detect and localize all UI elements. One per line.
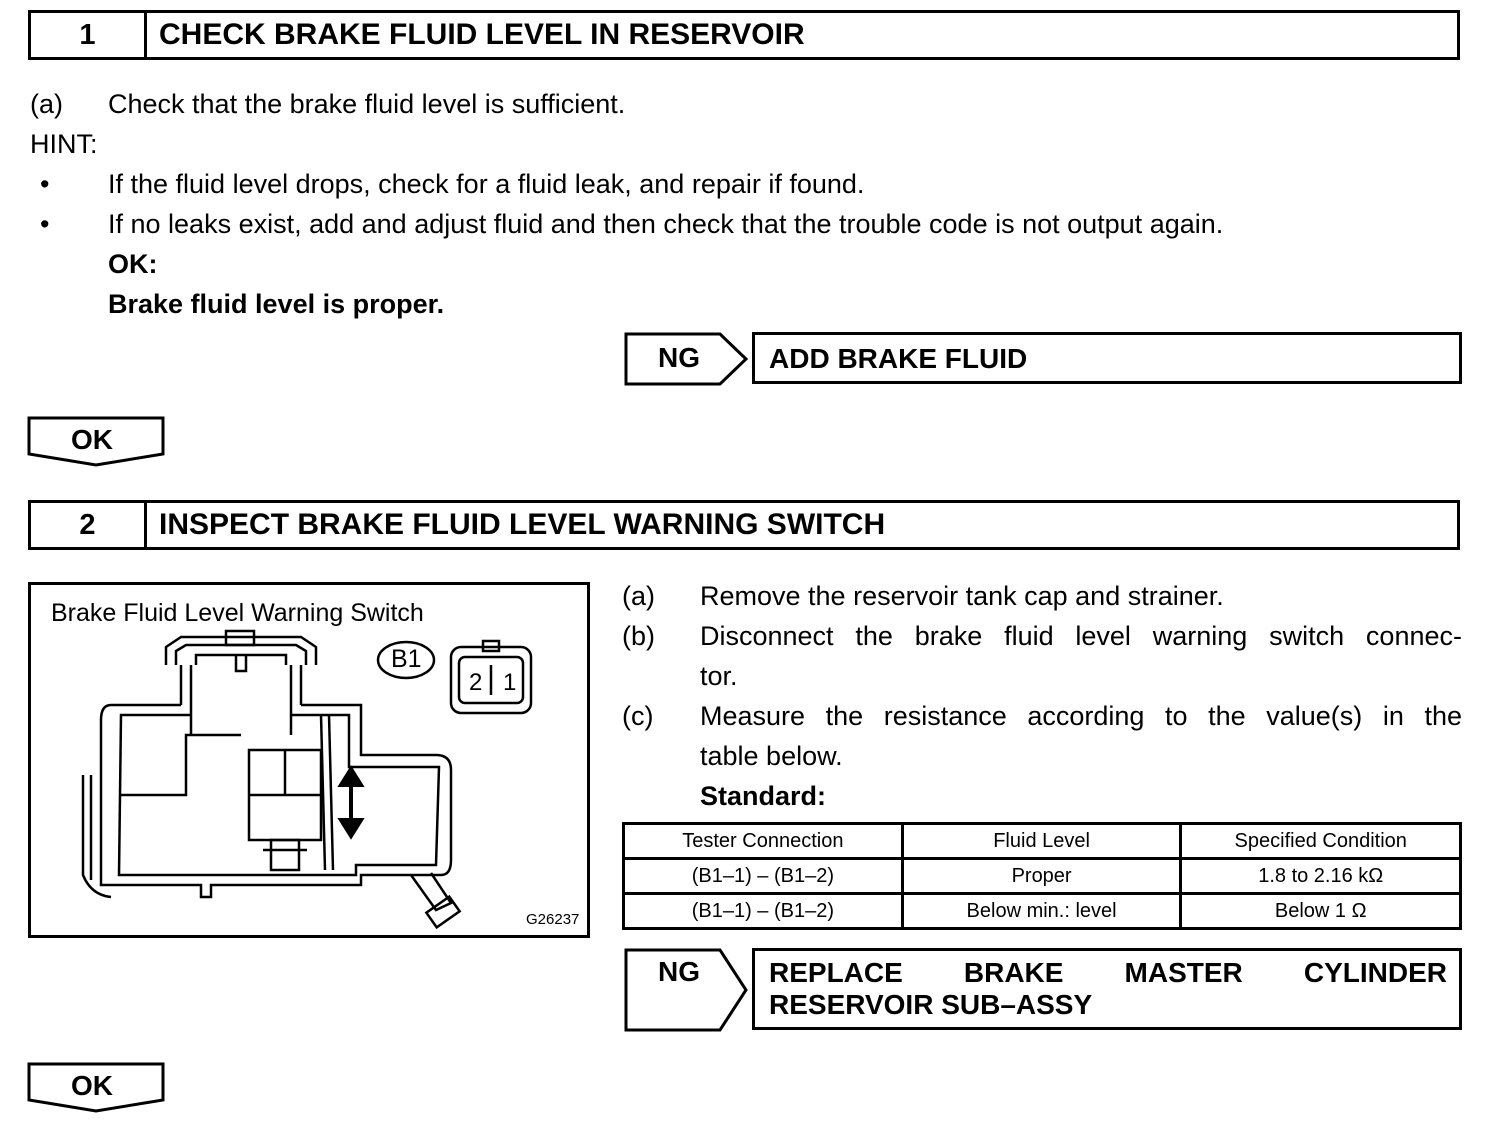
ng-action-line-1: REPLACE BRAKE MASTER CYLINDER — [769, 957, 1447, 989]
step-title: CHECK BRAKE FLUID LEVEL IN RESERVOIR — [159, 18, 805, 51]
hint-item: If the fluid level drops, check for a fl… — [108, 169, 865, 199]
ok-label: OK — [71, 1070, 113, 1101]
ok-criteria-text: Brake fluid level is proper. — [108, 289, 445, 319]
warning-switch-figure: Brake Fluid Level Warning Switch — [28, 582, 590, 938]
ok-criteria-label: OK: — [108, 249, 158, 279]
table-header: Tester Connection — [622, 822, 904, 860]
ng-action-word: BRAKE — [963, 957, 1064, 988]
step-title: INSPECT BRAKE FLUID LEVEL WARNING SWITCH — [159, 508, 886, 541]
bullet: • — [40, 209, 50, 239]
table-row: (B1–1) – (B1–2) Below min.: level Below … — [622, 892, 1462, 930]
reservoir-diagram — [81, 629, 533, 930]
item-text: Measure the resistance according to the … — [700, 701, 1462, 731]
bullet: • — [40, 169, 50, 199]
item-text: Disconnect the brake fluid level warning… — [700, 621, 1462, 651]
ng-label: NG — [658, 342, 700, 373]
step-number: 1 — [31, 13, 147, 57]
ng-action-word: MASTER — [1124, 957, 1243, 988]
table-cell: Below min.: level — [900, 892, 1183, 930]
item-text: Check that the brake fluid level is suff… — [108, 89, 626, 119]
table-row: (B1–1) – (B1–2) Proper 1.8 to 2.16 kΩ — [622, 857, 1462, 895]
table-cell: (B1–1) – (B1–2) — [622, 857, 904, 895]
item-text-cont: tor. — [700, 661, 738, 691]
step-number: 2 — [31, 503, 147, 547]
connector-pin-1: 1 — [503, 669, 517, 696]
ng-action-text: ADD BRAKE FLUID — [769, 343, 1028, 374]
connector-label: B1 — [391, 645, 422, 673]
table-cell: Below 1 Ω — [1179, 892, 1462, 930]
ok-label: OK — [71, 424, 113, 455]
ng-action-word: CYLINDER — [1303, 957, 1447, 988]
table-header-row: Tester Connection Fluid Level Specified … — [622, 822, 1462, 860]
ng-action-box: ADD BRAKE FLUID — [752, 332, 1462, 384]
table-header: Fluid Level — [900, 822, 1183, 860]
table-cell: Proper — [900, 857, 1183, 895]
spec-table: Tester Connection Fluid Level Specified … — [622, 822, 1462, 930]
figure-title: Brake Fluid Level Warning Switch — [51, 599, 424, 627]
step-2-header: 2 INSPECT BRAKE FLUID LEVEL WARNING SWIT… — [28, 500, 1460, 550]
item-text: Remove the reservoir tank cap and strain… — [700, 581, 1224, 611]
ng-arrow-box — [624, 332, 749, 386]
table-cell: 1.8 to 2.16 kΩ — [1179, 857, 1462, 895]
table-cell: (B1–1) – (B1–2) — [622, 892, 904, 930]
item-marker: (c) — [622, 701, 654, 731]
ng-action-word: REPLACE — [769, 957, 903, 988]
step-1-header: 1 CHECK BRAKE FLUID LEVEL IN RESERVOIR — [28, 10, 1460, 60]
item-marker: (a) — [30, 89, 63, 119]
connector-pin-2: 2 — [469, 669, 483, 696]
ok-arrow-box — [27, 1062, 165, 1113]
ng-label: NG — [658, 956, 700, 987]
ng-arrow-box — [624, 948, 748, 1032]
item-marker: (a) — [622, 581, 655, 611]
hint-item: If no leaks exist, add and adjust fluid … — [108, 209, 1224, 239]
ng-action-line-2: RESERVOIR SUB–ASSY — [769, 989, 1093, 1020]
item-marker: (b) — [622, 621, 655, 651]
ng-action-box: REPLACE BRAKE MASTER CYLINDER RESERVOIR … — [752, 948, 1462, 1030]
item-text-cont: table below. — [700, 741, 843, 771]
figure-id: G26237 — [526, 911, 580, 928]
ok-arrow-box — [27, 416, 165, 467]
standard-label: Standard: — [700, 781, 827, 811]
hint-label: HINT: — [30, 129, 98, 159]
table-header: Specified Condition — [1179, 822, 1462, 860]
